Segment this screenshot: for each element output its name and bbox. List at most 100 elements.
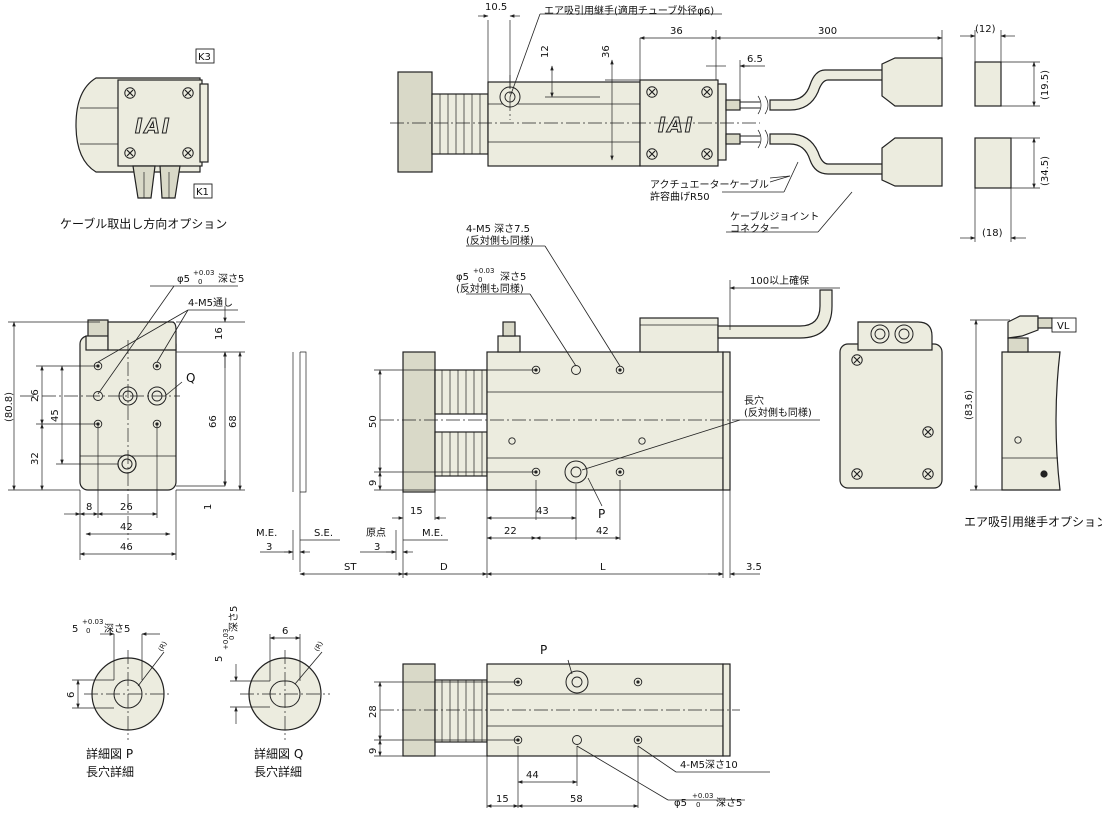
tolerance-plus: +0.03 xyxy=(692,792,713,800)
phi5-bottom-depth: 深さ5 xyxy=(716,797,742,809)
detail-p-width: 5 xyxy=(72,624,78,635)
dim-45: 45 xyxy=(50,409,61,422)
vl-label: VL xyxy=(1057,321,1070,332)
dim-19-5: (19.5) xyxy=(1040,70,1051,100)
tolerance-plus: +0.03 xyxy=(473,267,494,275)
dimension-lines xyxy=(8,14,1040,808)
bellows xyxy=(434,369,488,477)
tolerance-zero: 0 xyxy=(198,278,202,286)
dim-68: 68 xyxy=(228,415,239,428)
se-label: S.E. xyxy=(314,528,333,539)
k1-label: K1 xyxy=(196,187,209,198)
actuator-cable-label: アクチュエーターケーブル xyxy=(650,178,769,191)
screw-icon xyxy=(124,147,136,159)
annotations: 10.5 エア吸引用継手(適用チューブ外径φ6) 12 36 36 300 6.… xyxy=(4,2,1051,809)
dim-3-5: 3.5 xyxy=(746,562,762,573)
dim-80-8: (80.8) xyxy=(4,392,15,422)
detail-q-width: 5 xyxy=(214,656,225,662)
dim-3-left: 3 xyxy=(266,542,272,553)
screw-icon xyxy=(701,86,713,98)
front-view xyxy=(380,289,833,493)
dim-66: 66 xyxy=(208,415,219,428)
p-label: P xyxy=(598,507,605,521)
screw-icon xyxy=(922,468,934,480)
dim-10-5: 10.5 xyxy=(485,2,507,13)
screw-icon xyxy=(182,147,194,159)
screw-icon xyxy=(851,468,863,480)
m5-depth-7-5-note: 4-M5 深さ7.5 xyxy=(466,223,530,235)
radius-q: (R) xyxy=(313,640,325,653)
detail-p-depth: 深さ5 xyxy=(104,623,130,635)
tolerance-zero: 0 xyxy=(478,276,482,284)
phi5-depth: 深さ5 xyxy=(500,271,526,283)
m5-opposite-note: (反対側も同様) xyxy=(466,234,534,247)
dim-22: 22 xyxy=(504,526,517,537)
tolerance-plus: +0.03 xyxy=(82,618,103,626)
bellows xyxy=(431,93,489,155)
clearance-note: 100以上確保 xyxy=(750,274,809,287)
dim-43: 43 xyxy=(536,506,549,517)
dim-16: 16 xyxy=(214,327,225,340)
dim-83-6: (83.6) xyxy=(964,390,975,420)
air-option-end-view xyxy=(839,321,943,489)
dim-58: 58 xyxy=(570,794,583,805)
dim-8: 8 xyxy=(86,502,92,513)
dim-42-front: 42 xyxy=(596,526,609,537)
p-label-bottom: P xyxy=(540,643,547,657)
dim-12: 12 xyxy=(540,45,551,58)
dim-300: 300 xyxy=(818,26,837,37)
m5-depth-10-note: 4-M5深さ10 xyxy=(680,759,738,771)
detail-q xyxy=(240,650,330,740)
long-hole-opposite-note: (反対側も同様) xyxy=(744,406,812,419)
leader-lines xyxy=(97,13,853,801)
tap-hole-icon xyxy=(615,365,625,375)
connector-side-view xyxy=(974,61,1012,189)
tolerance-zero: 0 xyxy=(228,636,236,640)
dim-12-paren: (12) xyxy=(975,24,996,35)
dim-42-end: 42 xyxy=(120,522,133,533)
screw-icon xyxy=(182,87,194,99)
me-label-right: M.E. xyxy=(422,528,443,539)
air-option-side-view: VL エア吸引用継手オプション xyxy=(964,315,1102,529)
phi5-left-depth: 深さ5 xyxy=(218,273,244,285)
st-label: ST xyxy=(344,562,357,573)
dim-9-bottom: 9 xyxy=(368,748,379,754)
origin-label: 原点 xyxy=(366,527,386,539)
screw-icon xyxy=(922,426,934,438)
iai-logo: IAI xyxy=(658,113,694,137)
tap-hole-icon xyxy=(152,361,162,371)
dim-9-front: 9 xyxy=(368,480,379,486)
phi5-note: φ5 xyxy=(456,272,469,283)
dim-1: 1 xyxy=(203,504,214,510)
tap-hole-icon xyxy=(615,467,625,477)
air-fitting-note: エア吸引用継手(適用チューブ外径φ6) xyxy=(544,4,714,17)
bellows xyxy=(434,679,488,743)
dim-6-detail-q: 6 xyxy=(282,626,288,637)
dim-6-detail-p: 6 xyxy=(66,692,77,698)
tap-hole-icon xyxy=(633,677,643,687)
cable-option-caption: ケーブル取出し方向オプション xyxy=(60,216,227,231)
tap-hole-icon xyxy=(633,735,643,745)
q-label: Q xyxy=(186,371,195,385)
phi5-opposite-note: (反対側も同様) xyxy=(456,282,524,295)
cable-option-view: IAI K3 K1 ケーブル取出し方向オプション xyxy=(60,48,227,231)
l-label: L xyxy=(600,562,606,573)
detail-p-subtitle: 長穴詳細 xyxy=(86,764,134,779)
bottom-view xyxy=(380,663,740,757)
phi5-left-note: φ5 xyxy=(177,274,190,285)
dim-15-bottom: 15 xyxy=(496,794,509,805)
screw-icon xyxy=(646,148,658,160)
detail-q-subtitle: 長穴詳細 xyxy=(254,764,302,779)
screw-icon xyxy=(701,148,713,160)
detail-q-title: 詳細図 Q xyxy=(254,746,303,761)
bend-radius-label: 許容曲げR50 xyxy=(650,190,710,203)
screw-icon xyxy=(851,354,863,366)
top-view: IAI xyxy=(390,57,943,187)
long-hole-note: 長穴 xyxy=(744,394,764,407)
dim-26-vertical: 26 xyxy=(30,389,41,402)
dim-44: 44 xyxy=(526,770,539,781)
dim-15-front: 15 xyxy=(410,506,423,517)
iai-logo: IAI xyxy=(135,114,171,138)
detail-p-title: 詳細図 P xyxy=(86,746,133,761)
screw-icon xyxy=(646,86,658,98)
